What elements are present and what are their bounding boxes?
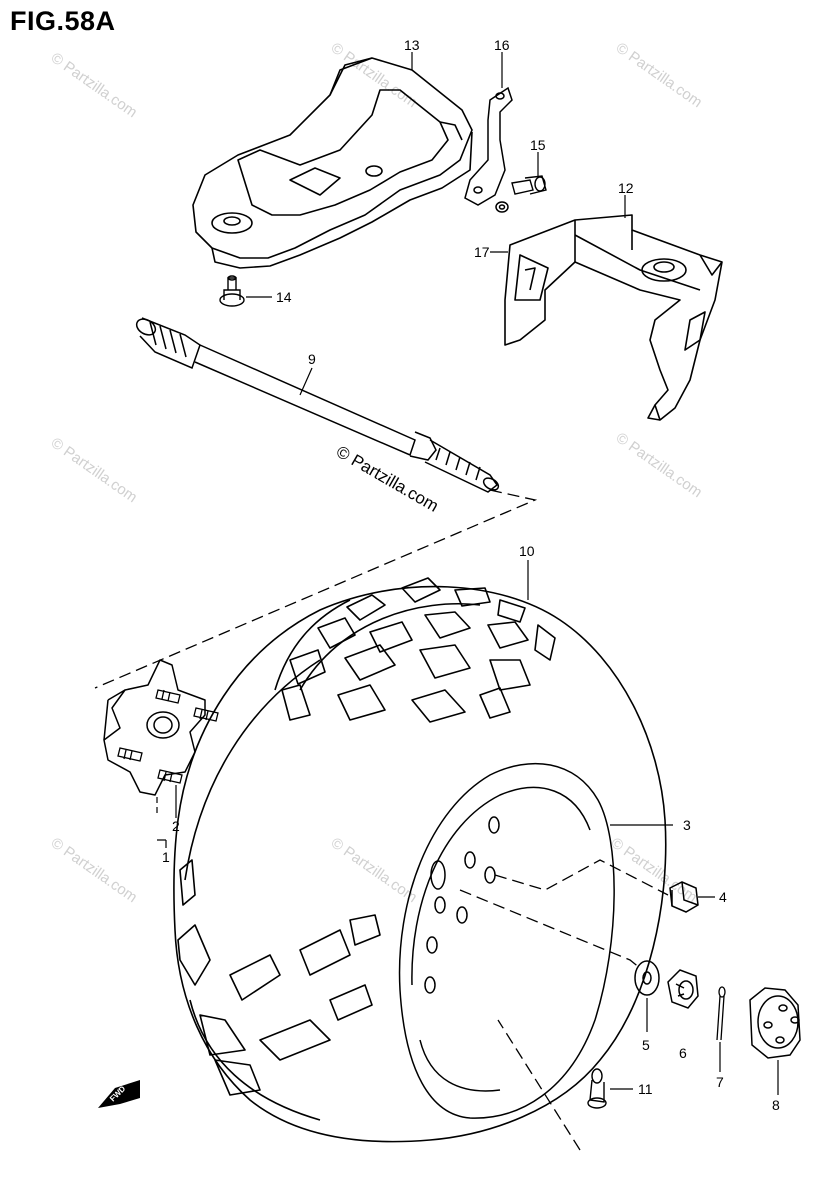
watermark: © Partzilla.com [328, 834, 421, 906]
part-1-2-leaders [156, 785, 177, 848]
callout-13: 13 [404, 37, 420, 53]
part-14-bolt [219, 275, 245, 307]
callout-7: 7 [716, 1074, 724, 1090]
callout-11: 11 [638, 1081, 653, 1097]
callout-16: 16 [494, 37, 510, 53]
figure-title: FIG.58A [10, 6, 116, 36]
axle-hub-dashed-line [94, 489, 538, 689]
callout-8: 8 [772, 1097, 780, 1113]
part-4-wheel-nut [669, 881, 699, 913]
callout-15: 15 [530, 137, 546, 153]
part-6-castle-nut [667, 969, 699, 1009]
watermark: © Partzilla.com [613, 429, 706, 501]
callout-labels: 13 16 15 12 17 14 9 10 2 1 3 4 5 6 7 8 1… [162, 37, 780, 1113]
watermark: © Partzilla.com [608, 834, 701, 906]
callout-6: 6 [679, 1045, 687, 1061]
part-8-hub-cap [749, 987, 801, 1059]
part-1-wheel-hub [103, 659, 206, 796]
watermark-main: © Partzilla.com [333, 442, 442, 516]
part-15-bolt [511, 175, 547, 195]
callout-17: 17 [474, 244, 490, 260]
callout-3: 3 [683, 817, 691, 833]
callout-14: 14 [276, 289, 292, 305]
watermark: © Partzilla.com [613, 39, 706, 111]
part-2-hub-studs [117, 689, 219, 784]
part-5-washer [634, 960, 660, 996]
assembly-dashed-lines [459, 859, 669, 1151]
part-10-tire [173, 577, 667, 1143]
callout-9: 9 [308, 351, 316, 367]
part-16-plate [464, 86, 513, 213]
part-3-rim [398, 762, 615, 1119]
callout-leaders [246, 52, 779, 1095]
callout-4: 4 [719, 889, 727, 905]
part-9-axle-shaft [135, 317, 500, 493]
callout-2: 2 [172, 818, 180, 834]
part-11-valve [587, 1068, 607, 1109]
watermark: © Partzilla.com [48, 434, 141, 506]
callout-5: 5 [642, 1037, 650, 1053]
part-12-bracket [504, 214, 723, 421]
fwd-arrow-icon: FWD [98, 1080, 140, 1108]
part-7-cotter-pin [716, 986, 726, 1041]
watermarks: © Partzilla.com © Partzilla.com © Partzi… [48, 39, 706, 906]
watermark: © Partzilla.com [48, 834, 141, 906]
callout-12: 12 [618, 180, 634, 196]
part-13-skid-plate [192, 57, 473, 269]
callout-10: 10 [519, 543, 535, 559]
callout-1: 1 [162, 849, 170, 865]
watermark: © Partzilla.com [48, 49, 141, 121]
